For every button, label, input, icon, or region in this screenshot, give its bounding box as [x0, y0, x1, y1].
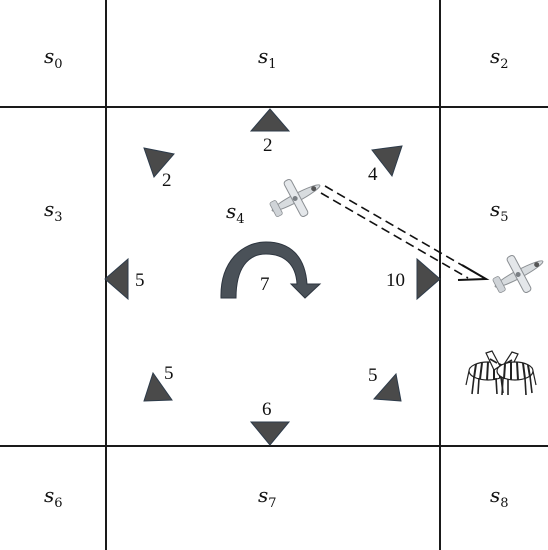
- up-triangle-icon: [251, 109, 289, 131]
- agent-drone-icon: [263, 168, 329, 229]
- cell-label-s2: s2: [490, 44, 509, 72]
- zebras-icon: [466, 351, 536, 395]
- right-triangle-icon: [417, 259, 440, 299]
- value-right: 10: [386, 270, 405, 291]
- curved-arrow-icon: [221, 242, 320, 298]
- value-down: 6: [262, 399, 272, 420]
- cell-label-s3: s3: [44, 197, 63, 225]
- cell-label-s0: s0: [44, 44, 63, 72]
- cell-label-s7: s7: [258, 483, 277, 511]
- dashed-double-arrow-icon: [321, 186, 486, 280]
- value-stay: 7: [260, 274, 270, 295]
- cell-label-s8: s8: [490, 483, 509, 511]
- cell-label-s5: s5: [490, 197, 509, 225]
- down-triangle-icon: [251, 422, 289, 445]
- value-up: 2: [263, 135, 273, 156]
- value-down-right: 5: [368, 365, 378, 386]
- cell-label-s1: s1: [258, 44, 277, 72]
- value-up-right: 4: [368, 164, 378, 185]
- cell-label-s4: s4: [226, 199, 245, 227]
- value-left: 5: [135, 270, 145, 291]
- left-triangle-icon: [105, 259, 128, 299]
- value-up-left: 2: [162, 170, 172, 191]
- cell-label-s6: s6: [44, 483, 63, 511]
- down-right-triangle-icon: [374, 374, 401, 401]
- target-drone-icon: [486, 244, 548, 305]
- value-down-left: 5: [164, 363, 174, 384]
